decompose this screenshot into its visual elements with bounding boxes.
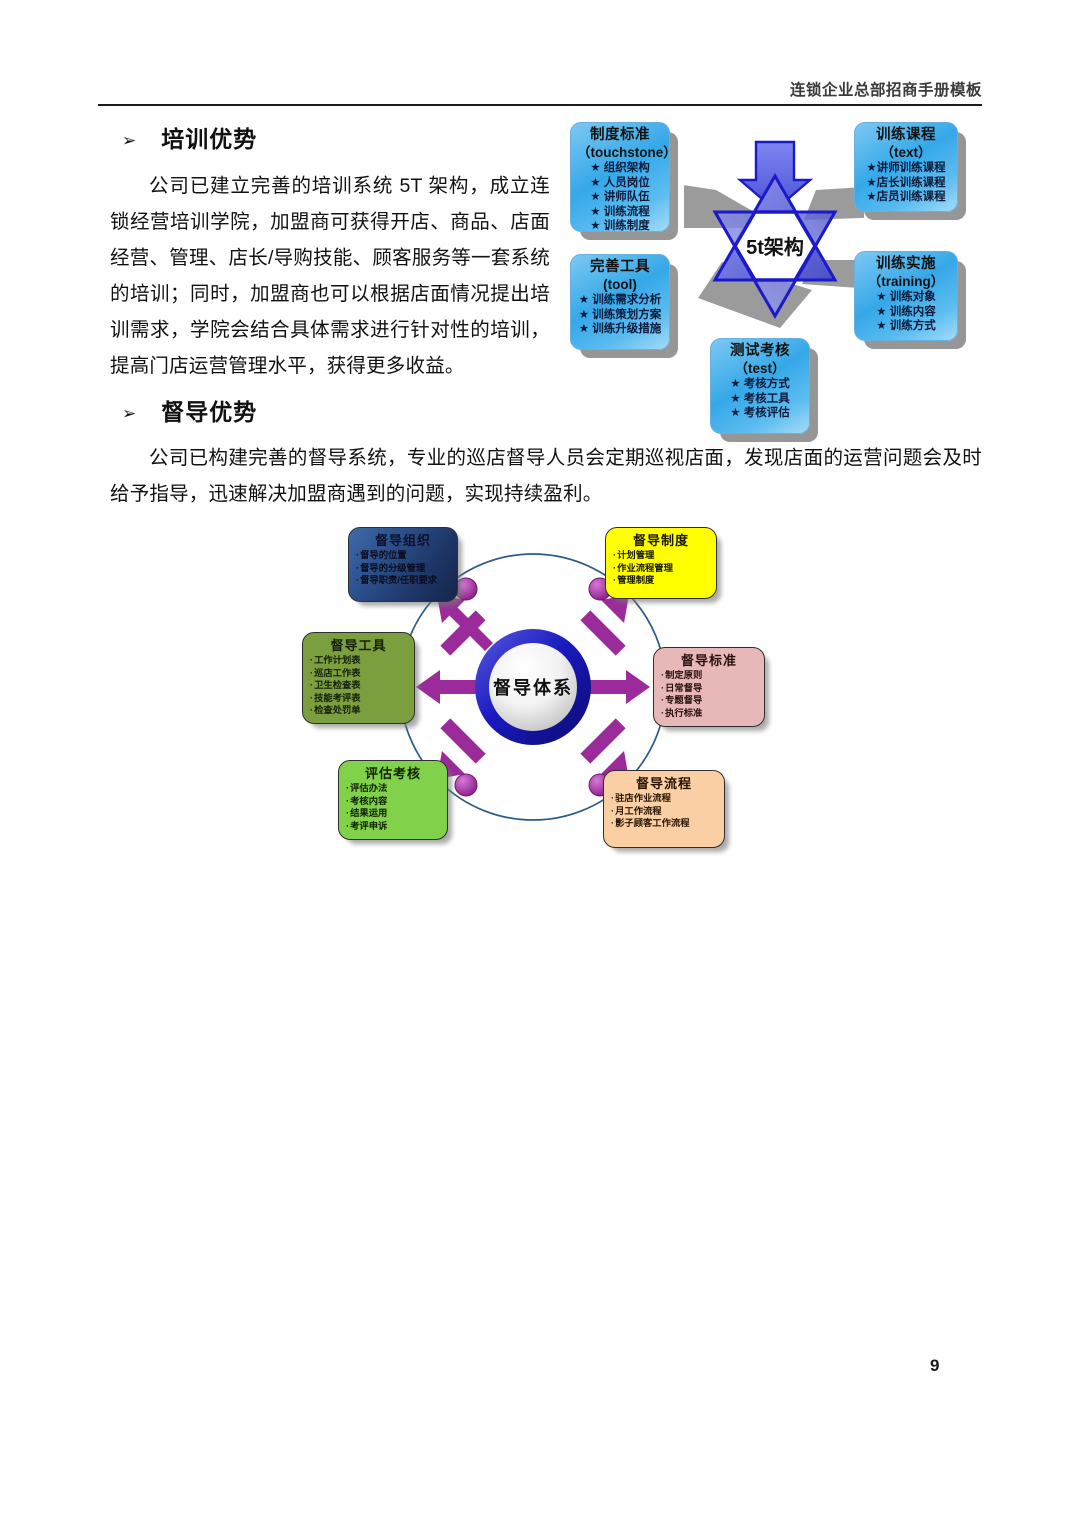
box-item: ★讲师训练课程 <box>866 162 946 174</box>
section-heading-text: 督导优势 <box>161 399 258 425</box>
paragraph-supervision: 公司已构建完善的督导系统，专业的巡店督导人员会定期巡视店面，发现店面的运营问题会… <box>110 447 982 505</box>
supervision-box-standard: 督导标准 制定原则 日常督导 专题督导 执行标准 <box>653 647 765 727</box>
box-item: 执行标准 <box>661 707 757 720</box>
box-item: 卫生检查表 <box>310 679 407 692</box>
box-item: 制定原则 <box>661 669 757 682</box>
supervision-center-label: 督导体系 <box>493 677 573 698</box>
page-header-title: 连锁企业总部招商手册模板 <box>789 82 982 99</box>
box-item: 结果运用 <box>346 807 440 820</box>
box-item: ★ 训练需求分析 <box>578 294 662 306</box>
box-item: 考核内容 <box>346 795 440 808</box>
box-item: ★ 考核方式 <box>730 378 790 390</box>
box-item: 巡店工作表 <box>310 667 407 680</box>
supervision-box-org: 督导组织 督导的位置 督导的分级管理 督导职责/任职要求 <box>348 527 458 602</box>
box-title: 训练实施 <box>876 256 936 272</box>
supervision-box-process: 督导流程 驻店作业流程 月工作流程 影子顾客工作流程 <box>603 770 725 848</box>
box-item: ★ 训练对象 <box>876 291 936 303</box>
box-subtitle: (tool) <box>603 277 637 292</box>
supervision-system-diagram: 督导体系 督导组织 督导的位置 督导的分级管理 督导职责/任职要求 督导制度 计… <box>290 512 790 862</box>
box-item: 影子顾客工作流程 <box>611 817 717 830</box>
box-item: 专题督导 <box>661 694 757 707</box>
box-item: ★ 训练策划方案 <box>578 308 662 321</box>
box-item: ★ 训练内容 <box>876 305 936 318</box>
box-item: ★店长训练课程 <box>866 176 946 189</box>
supervision-box-assess: 评估考核 评估办法 考核内容 结果运用 考评申诉 <box>338 760 448 840</box>
five-t-box-text: 训练课程 （text） ★讲师训练课程 ★店长训练课程 ★店员训练课程 <box>854 122 958 212</box>
box-title: 督导标准 <box>680 653 737 668</box>
section-heading-training: ➢ 培训优势 <box>122 120 257 154</box>
box-item: ★ 训练制度 <box>590 220 650 232</box>
box-item: 考评申诉 <box>346 820 440 833</box>
box-item: 督导的位置 <box>356 549 450 562</box>
box-item: 技能考评表 <box>310 692 407 705</box>
box-title: 督导流程 <box>635 776 692 791</box>
radiating-arrows <box>416 595 650 779</box>
box-title: 评估考核 <box>364 766 421 781</box>
box-item: 督导的分级管理 <box>356 562 450 575</box>
box-subtitle: （training） <box>867 274 945 289</box>
box-item: 驻店作业流程 <box>611 792 717 805</box>
five-t-box-test: 测试考核 （test） ★ 考核方式 ★ 考核工具 ★ 考核评估 <box>710 338 810 434</box>
center-ring-inner <box>489 643 577 731</box>
five-t-box-tool: 完善工具 (tool) ★ 训练需求分析 ★ 训练策划方案 ★ 训练升级措施 <box>570 254 670 350</box>
box-title: 完善工具 <box>590 259 650 275</box>
five-t-star-graphic: 5t架构 <box>684 140 864 328</box>
box-item: 督导职责/任职要求 <box>356 574 450 587</box>
box-title: 督导制度 <box>632 533 689 548</box>
box-item: ★ 训练升级措施 <box>578 323 662 335</box>
box-item: ★ 讲师队伍 <box>590 191 650 203</box>
box-item: ★ 考核工具 <box>730 392 790 405</box>
box-item: ★ 组织架构 <box>590 162 650 174</box>
box-item: 日常督导 <box>661 682 757 695</box>
box-title: 训练课程 <box>876 127 936 143</box>
section-heading-supervision: ➢ 督导优势 <box>122 393 257 427</box>
box-item: ★店员训练课程 <box>866 191 946 203</box>
box-item: 计划管理 <box>613 549 709 562</box>
box-item: 管理制度 <box>613 574 709 587</box>
arrow-bullet-icon: ➢ <box>122 404 138 423</box>
box-item: 评估办法 <box>346 782 440 795</box>
page-number: 9 <box>930 1356 940 1375</box>
arrow-bullet-icon: ➢ <box>122 131 138 150</box>
box-title: 督导工具 <box>330 638 387 653</box>
five-t-box-touchstone: 制度标准 （touchstone） ★ 组织架构 ★ 人员岗位 ★ 讲师队伍 ★… <box>570 122 670 232</box>
paragraph-training: 公司已建立完善的培训系统 5T 架构，成立连锁经营培训学院，加盟商可获得开店、商… <box>110 175 550 377</box>
box-subtitle: （text） <box>880 145 932 160</box>
box-title: 制度标准 <box>590 127 650 143</box>
section-heading-text: 培训优势 <box>161 126 258 152</box>
box-item: ★ 训练流程 <box>590 205 650 218</box>
supervision-box-system: 督导制度 计划管理 作业流程管理 管理制度 <box>605 527 717 599</box>
box-item: ★ 人员岗位 <box>590 176 650 189</box>
box-item: 检查处罚单 <box>310 704 407 717</box>
box-title: 督导组织 <box>374 533 431 548</box>
box-title: 测试考核 <box>730 343 790 359</box>
five-t-center-label: 5t架构 <box>746 235 804 259</box>
five-t-architecture-diagram: 5t架构 制度标准 （touchstone） ★ 组织架构 ★ 人员岗位 ★ 讲… <box>556 118 1036 448</box>
box-item: 月工作流程 <box>611 805 717 818</box>
five-t-box-training: 训练实施 （training） ★ 训练对象 ★ 训练内容 ★ 训练方式 <box>854 251 958 341</box>
header-divider <box>98 104 982 106</box>
box-item: 工作计划表 <box>310 654 407 667</box>
box-item: ★ 考核评估 <box>730 407 790 419</box>
box-item: ★ 训练方式 <box>876 320 936 332</box>
box-subtitle: （touchstone） <box>577 145 670 160</box>
box-item: 作业流程管理 <box>613 562 709 575</box>
supervision-box-tools: 督导工具 工作计划表 巡店工作表 卫生检查表 技能考评表 检查处罚单 <box>302 632 415 724</box>
box-subtitle: （test） <box>734 361 786 376</box>
